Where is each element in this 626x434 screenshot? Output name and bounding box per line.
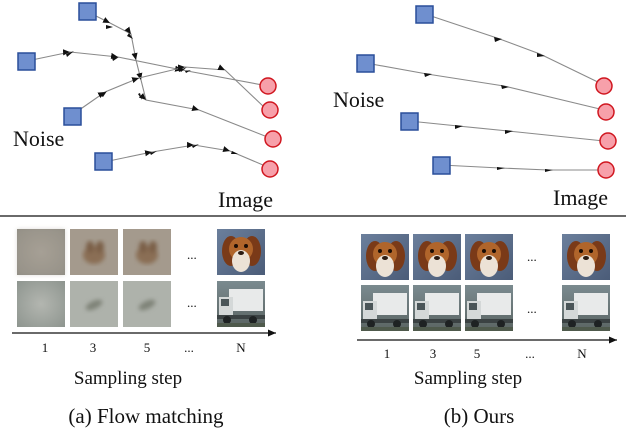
step-tick: 1	[384, 346, 391, 361]
image-points-left	[259, 77, 282, 178]
image-point	[599, 132, 617, 150]
step-ticks-right: 1 3 5 ... N	[384, 346, 588, 361]
sample-thumbnail	[70, 229, 118, 275]
sample-thumbnail	[17, 281, 65, 327]
trajectory-path	[424, 13, 605, 86]
image-point	[261, 101, 279, 119]
trajectory-path	[365, 62, 605, 111]
sample-thumbnail	[465, 285, 513, 331]
image-point	[597, 103, 615, 121]
sample-thumbnail	[413, 234, 461, 280]
caption-right: (b) Ours	[444, 404, 515, 428]
image-point	[261, 160, 279, 178]
trajectory-path	[440, 164, 604, 171]
axis-label-left: Sampling step	[74, 368, 182, 389]
noise-points-left	[17, 2, 113, 171]
flow-matching-trajectories	[26, 11, 271, 169]
grid-ellipsis: ...	[527, 249, 537, 264]
sample-thumbnail	[217, 281, 265, 327]
noise-point	[400, 112, 419, 131]
noise-label-right: Noise	[333, 87, 384, 112]
step-tick: N	[577, 346, 587, 361]
step-tick: ...	[184, 340, 194, 355]
step-tick: 5	[474, 346, 481, 361]
sample-thumbnail	[562, 285, 610, 331]
step-tick: 3	[430, 346, 437, 361]
sample-thumbnail	[361, 234, 409, 280]
noise-point	[356, 54, 375, 73]
sample-thumbnail	[562, 234, 610, 280]
grid-ellipsis: ...	[527, 301, 537, 316]
ours-arrowheads	[424, 37, 553, 172]
image-point	[264, 130, 282, 148]
noise-label-left: Noise	[13, 126, 64, 151]
step-tick: N	[236, 340, 246, 355]
image-point	[597, 161, 615, 179]
sample-thumbnail	[123, 281, 171, 327]
noise-point	[415, 5, 434, 24]
noise-points-right	[356, 5, 451, 175]
sample-grid-right	[361, 234, 610, 331]
caption-left: (a) Flow matching	[68, 404, 224, 428]
sample-thumbnail	[70, 281, 118, 327]
grid-ellipsis: ...	[187, 295, 197, 310]
trajectory-path	[87, 11, 271, 139]
noise-point	[94, 152, 113, 171]
sample-thumbnail	[413, 285, 461, 331]
sample-thumbnail	[361, 285, 409, 331]
image-points-right	[595, 77, 617, 179]
axis-label-right: Sampling step	[414, 368, 522, 389]
trajectory-path	[103, 141, 271, 169]
trajectory-path	[71, 64, 266, 116]
noise-point	[63, 107, 82, 126]
noise-point	[78, 2, 97, 21]
step-tick: ...	[525, 346, 535, 361]
noise-point	[17, 52, 36, 71]
image-point	[595, 77, 613, 95]
step-ticks-left: 1 3 5 ... N	[42, 340, 247, 355]
trajectory-path	[26, 49, 269, 87]
image-point	[259, 77, 277, 95]
step-tick: 5	[144, 340, 151, 355]
noise-point	[432, 156, 451, 175]
flow-matching-arrowheads	[66, 25, 238, 155]
image-label-left: Image	[218, 187, 273, 212]
sample-thumbnail	[465, 234, 513, 280]
image-label-right: Image	[553, 185, 608, 210]
sample-grid-left	[17, 229, 265, 327]
sample-thumbnail	[217, 229, 265, 275]
ours-trajectories	[365, 13, 605, 171]
sample-thumbnail	[17, 229, 65, 275]
sample-thumbnail	[123, 229, 171, 275]
grid-ellipsis: ...	[187, 247, 197, 262]
step-tick: 1	[42, 340, 49, 355]
trajectory-path	[408, 120, 605, 142]
step-tick: 3	[90, 340, 97, 355]
